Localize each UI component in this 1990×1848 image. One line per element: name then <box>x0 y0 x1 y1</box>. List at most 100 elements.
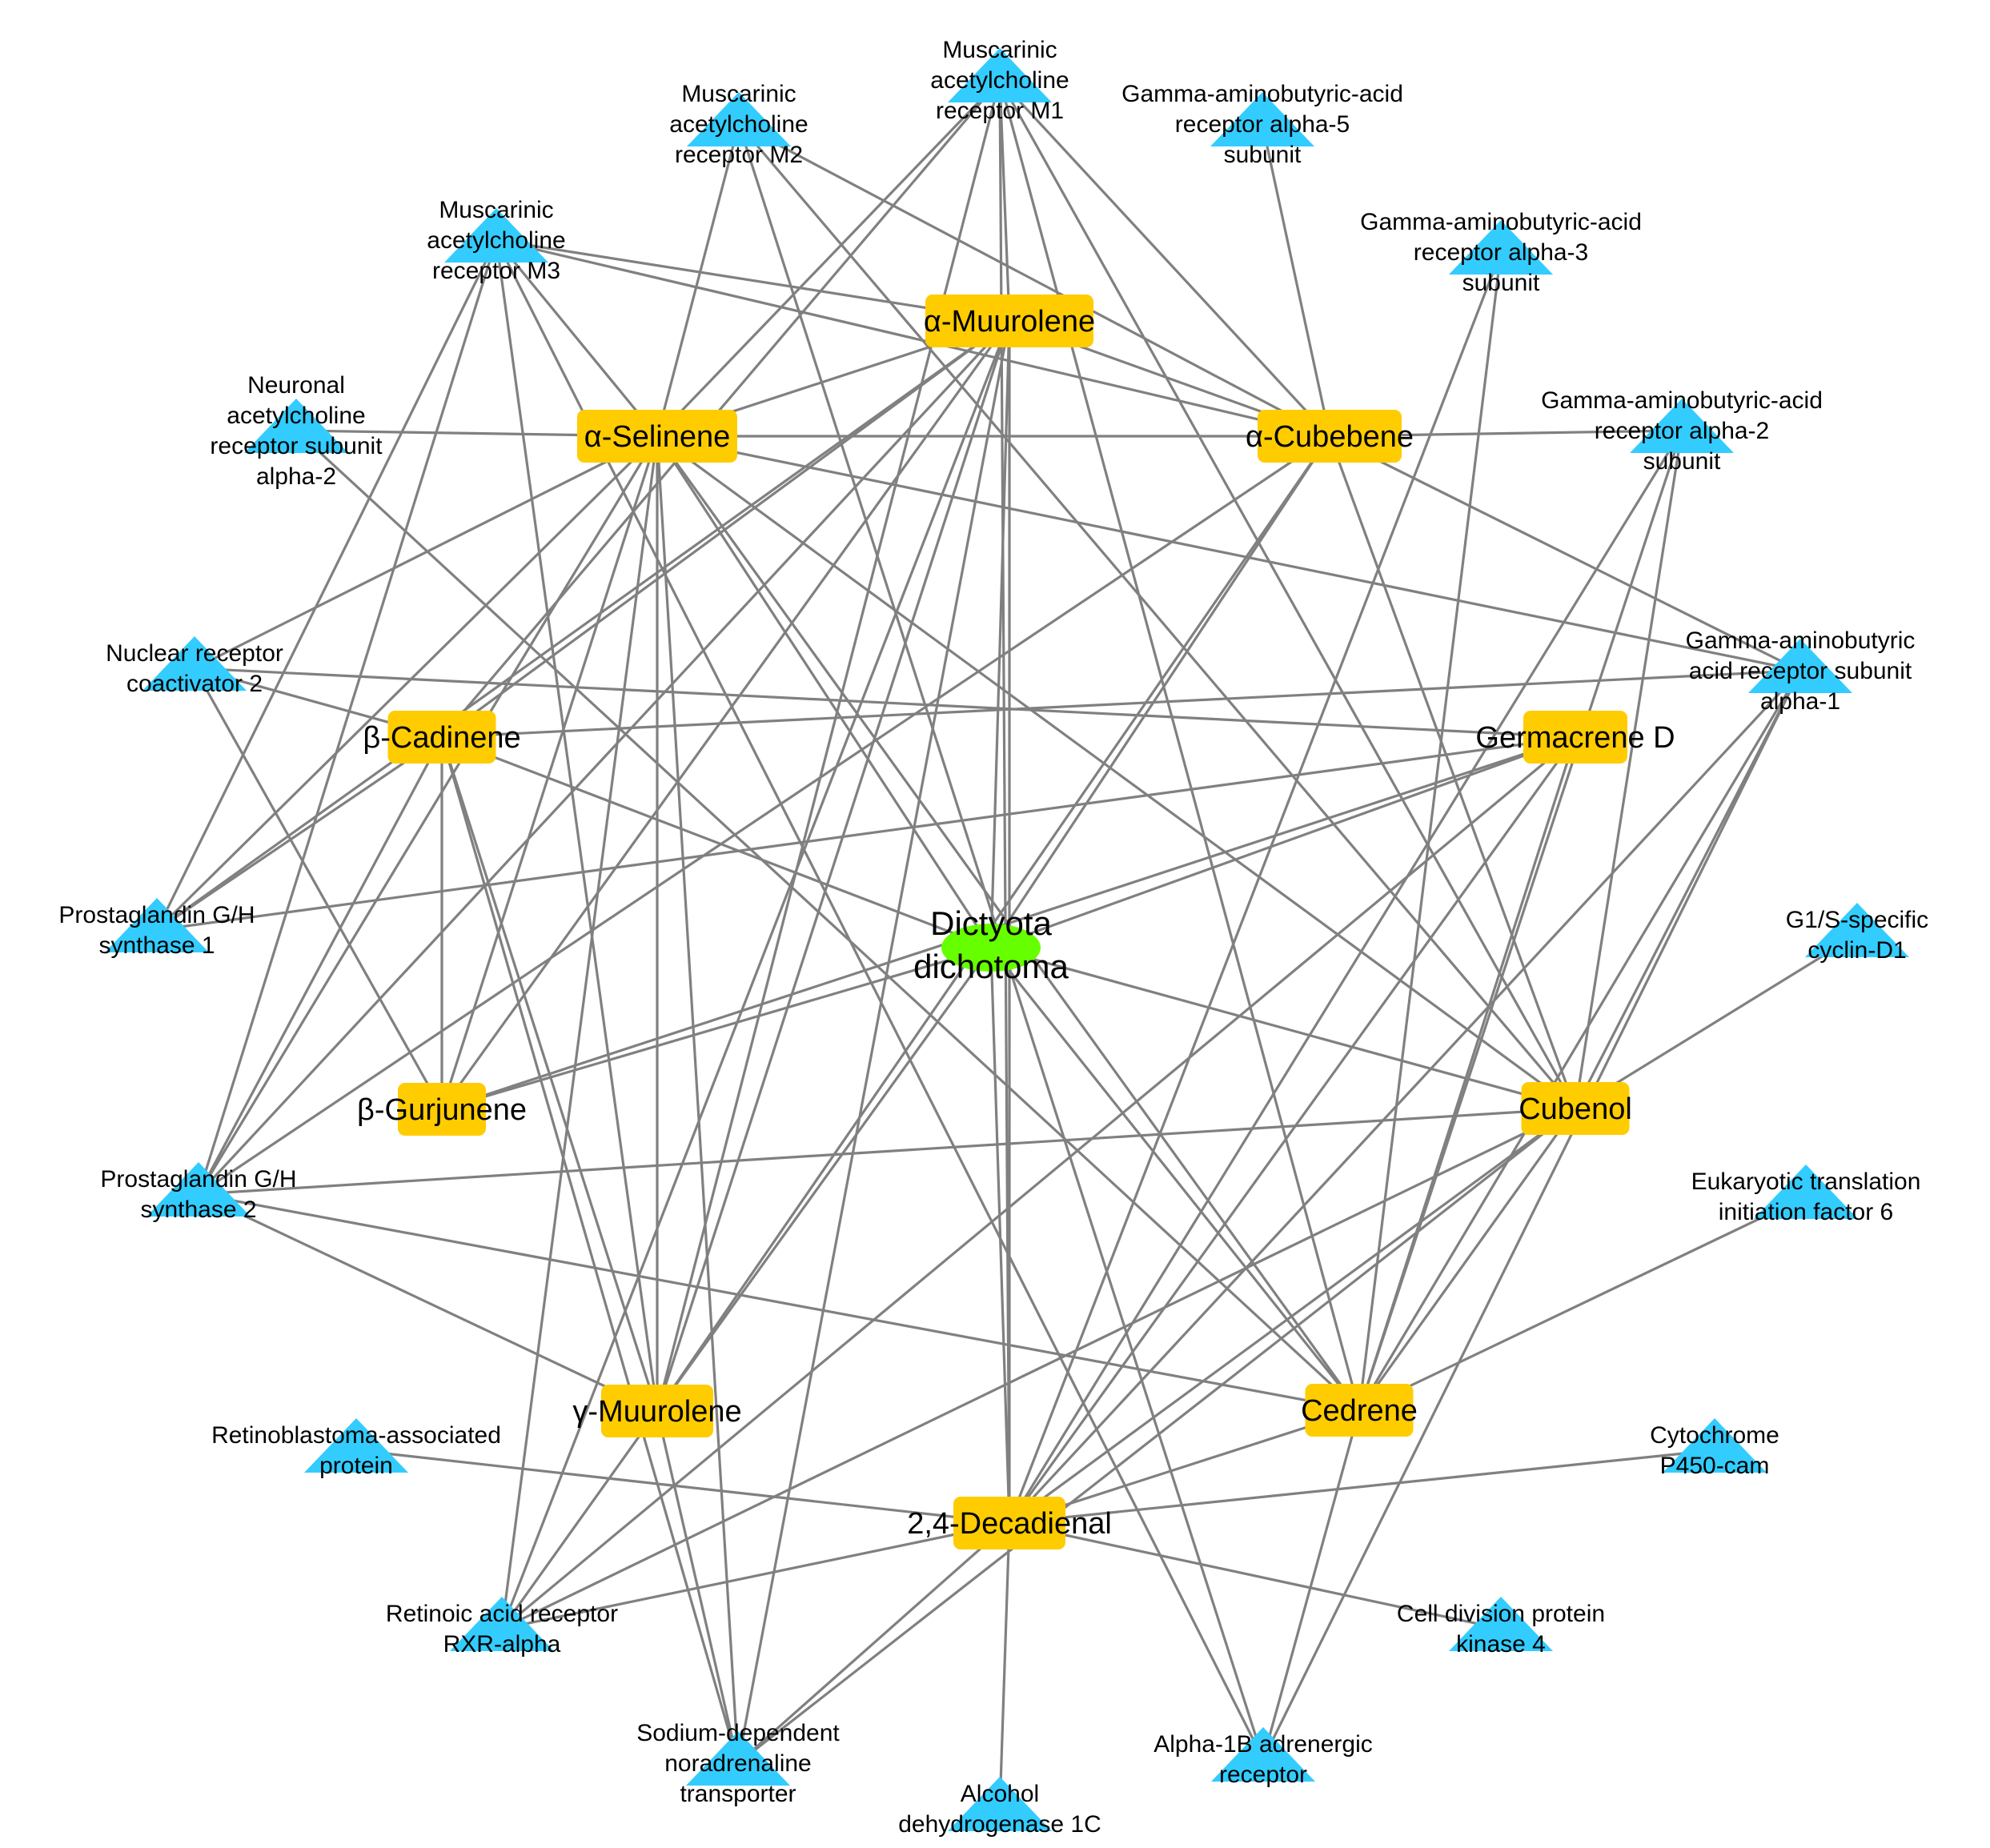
edge-cub-m3 <box>495 239 1330 438</box>
target-label: Gamma-aminobutyric-acid <box>1360 209 1642 235</box>
edge-cub-m1 <box>998 78 1331 438</box>
compound-box-bgu <box>398 1083 486 1136</box>
edge-dec-rxr <box>501 1521 1010 1630</box>
edge-ger-bgu <box>441 736 1576 1111</box>
edge-cub-pg2 <box>198 435 1330 1196</box>
compound-label: 2,4-Decadienal <box>907 1507 1112 1541</box>
edge-ced-a1b <box>1262 1409 1361 1760</box>
compound-node-bca[interactable]: β-Cadinene <box>363 711 521 764</box>
compound-label: α-Cubebene <box>1246 420 1414 454</box>
compound-node-sel[interactable]: α-Selinene <box>577 410 737 463</box>
target-label: Prostaglandin G/H <box>58 902 255 928</box>
compound-box-sel <box>577 410 737 463</box>
compound-node-ced[interactable]: Cedrene <box>1301 1384 1418 1437</box>
compound-node-dec[interactable]: 2,4-Decadienal <box>907 1497 1112 1549</box>
target-triangle-g3 <box>1449 220 1553 275</box>
edge-cbl-g1 <box>1574 670 1802 1109</box>
herb-ellipse <box>941 924 1041 972</box>
target-label: G1/S-specific <box>1786 907 1928 933</box>
compound-label: Germacrene D <box>1475 721 1675 755</box>
compound-node-gmu[interactable]: γ-Muurolene <box>572 1385 742 1437</box>
target-label: Cytochrome <box>1650 1422 1779 1449</box>
edge-dec-g3 <box>1008 251 1503 1524</box>
compound-node-ger[interactable]: Germacrene D <box>1475 711 1675 764</box>
herb-label: dichotoma <box>913 948 1069 985</box>
target-triangle-rb <box>304 1418 408 1473</box>
edge-amu-gmu <box>656 320 1011 1412</box>
target-triangle-eif6 <box>1754 1165 1858 1219</box>
target-label: receptor <box>1219 1762 1307 1788</box>
edge-cub-m2 <box>738 122 1330 438</box>
edge-dd-cub <box>989 435 1331 948</box>
edge-ger-pg1 <box>156 736 1576 932</box>
target-label: Cell division protein <box>1397 1601 1605 1627</box>
target-label: Neuronal <box>247 372 345 399</box>
target-label: receptor M3 <box>432 258 560 284</box>
target-triangle-na2 <box>244 399 348 453</box>
edge-ced-g3 <box>1358 251 1503 1411</box>
target-label: acid receptor subunit <box>1689 658 1912 684</box>
target-label: protein <box>319 1453 393 1479</box>
target-label: acetylcholine <box>227 403 365 429</box>
edge-pg1-m3 <box>155 239 498 931</box>
edge-dd-sel <box>656 435 993 948</box>
edge-amu-bgu <box>440 320 1011 1110</box>
compound-node-bgu[interactable]: β-Gurjunene <box>357 1083 527 1136</box>
compound-node-cub[interactable]: α-Cubebene <box>1246 410 1414 463</box>
compound-label: β-Cadinene <box>363 721 520 755</box>
edge-a1b-g1 <box>1262 670 1802 1760</box>
edge-sel-m3 <box>495 239 659 438</box>
edge-amu-m3 <box>495 239 1010 323</box>
edge-dd-ced <box>989 947 1361 1411</box>
target-triangle-adh <box>948 1777 1052 1831</box>
edge-ced-eif6 <box>1358 1195 1807 1412</box>
compound-node-cbl[interactable]: Cubenol <box>1519 1082 1632 1135</box>
edge-dec-cdk4 <box>1009 1521 1502 1630</box>
target-label: Muscarinic <box>942 37 1057 63</box>
target-label: RXR-alpha <box>443 1631 561 1658</box>
target-label: alpha-2 <box>256 463 336 490</box>
edge-sel-m2 <box>656 123 740 437</box>
target-label: transporter <box>680 1781 796 1807</box>
edge-ced-na2 <box>295 429 1361 1412</box>
edge-gmu-m1 <box>656 79 1001 1412</box>
target-label: acetylcholine <box>669 111 808 138</box>
target-label: synthase 2 <box>140 1197 256 1223</box>
compound-node-amu[interactable]: α-Muurolene <box>924 295 1095 347</box>
target-label: Muscarinic <box>681 81 796 107</box>
target-label: noradrenaline <box>664 1750 811 1777</box>
target-label: subunit <box>1643 448 1721 475</box>
compound-box-gmu <box>601 1385 713 1437</box>
target-triangle-net <box>686 1731 790 1786</box>
compound-label: Cedrene <box>1301 1394 1418 1428</box>
edge-amu-pg1 <box>156 319 1010 932</box>
compound-box-dec <box>953 1497 1065 1549</box>
edge-sel-net <box>656 435 740 1764</box>
target-label: Gamma-aminobutyric <box>1686 627 1916 654</box>
target-triangle-p450 <box>1663 1418 1767 1473</box>
edge-dd-dec <box>989 947 1011 1524</box>
edge-dd-bgu <box>441 946 992 1111</box>
edge-gmu-rxr <box>500 1410 659 1630</box>
